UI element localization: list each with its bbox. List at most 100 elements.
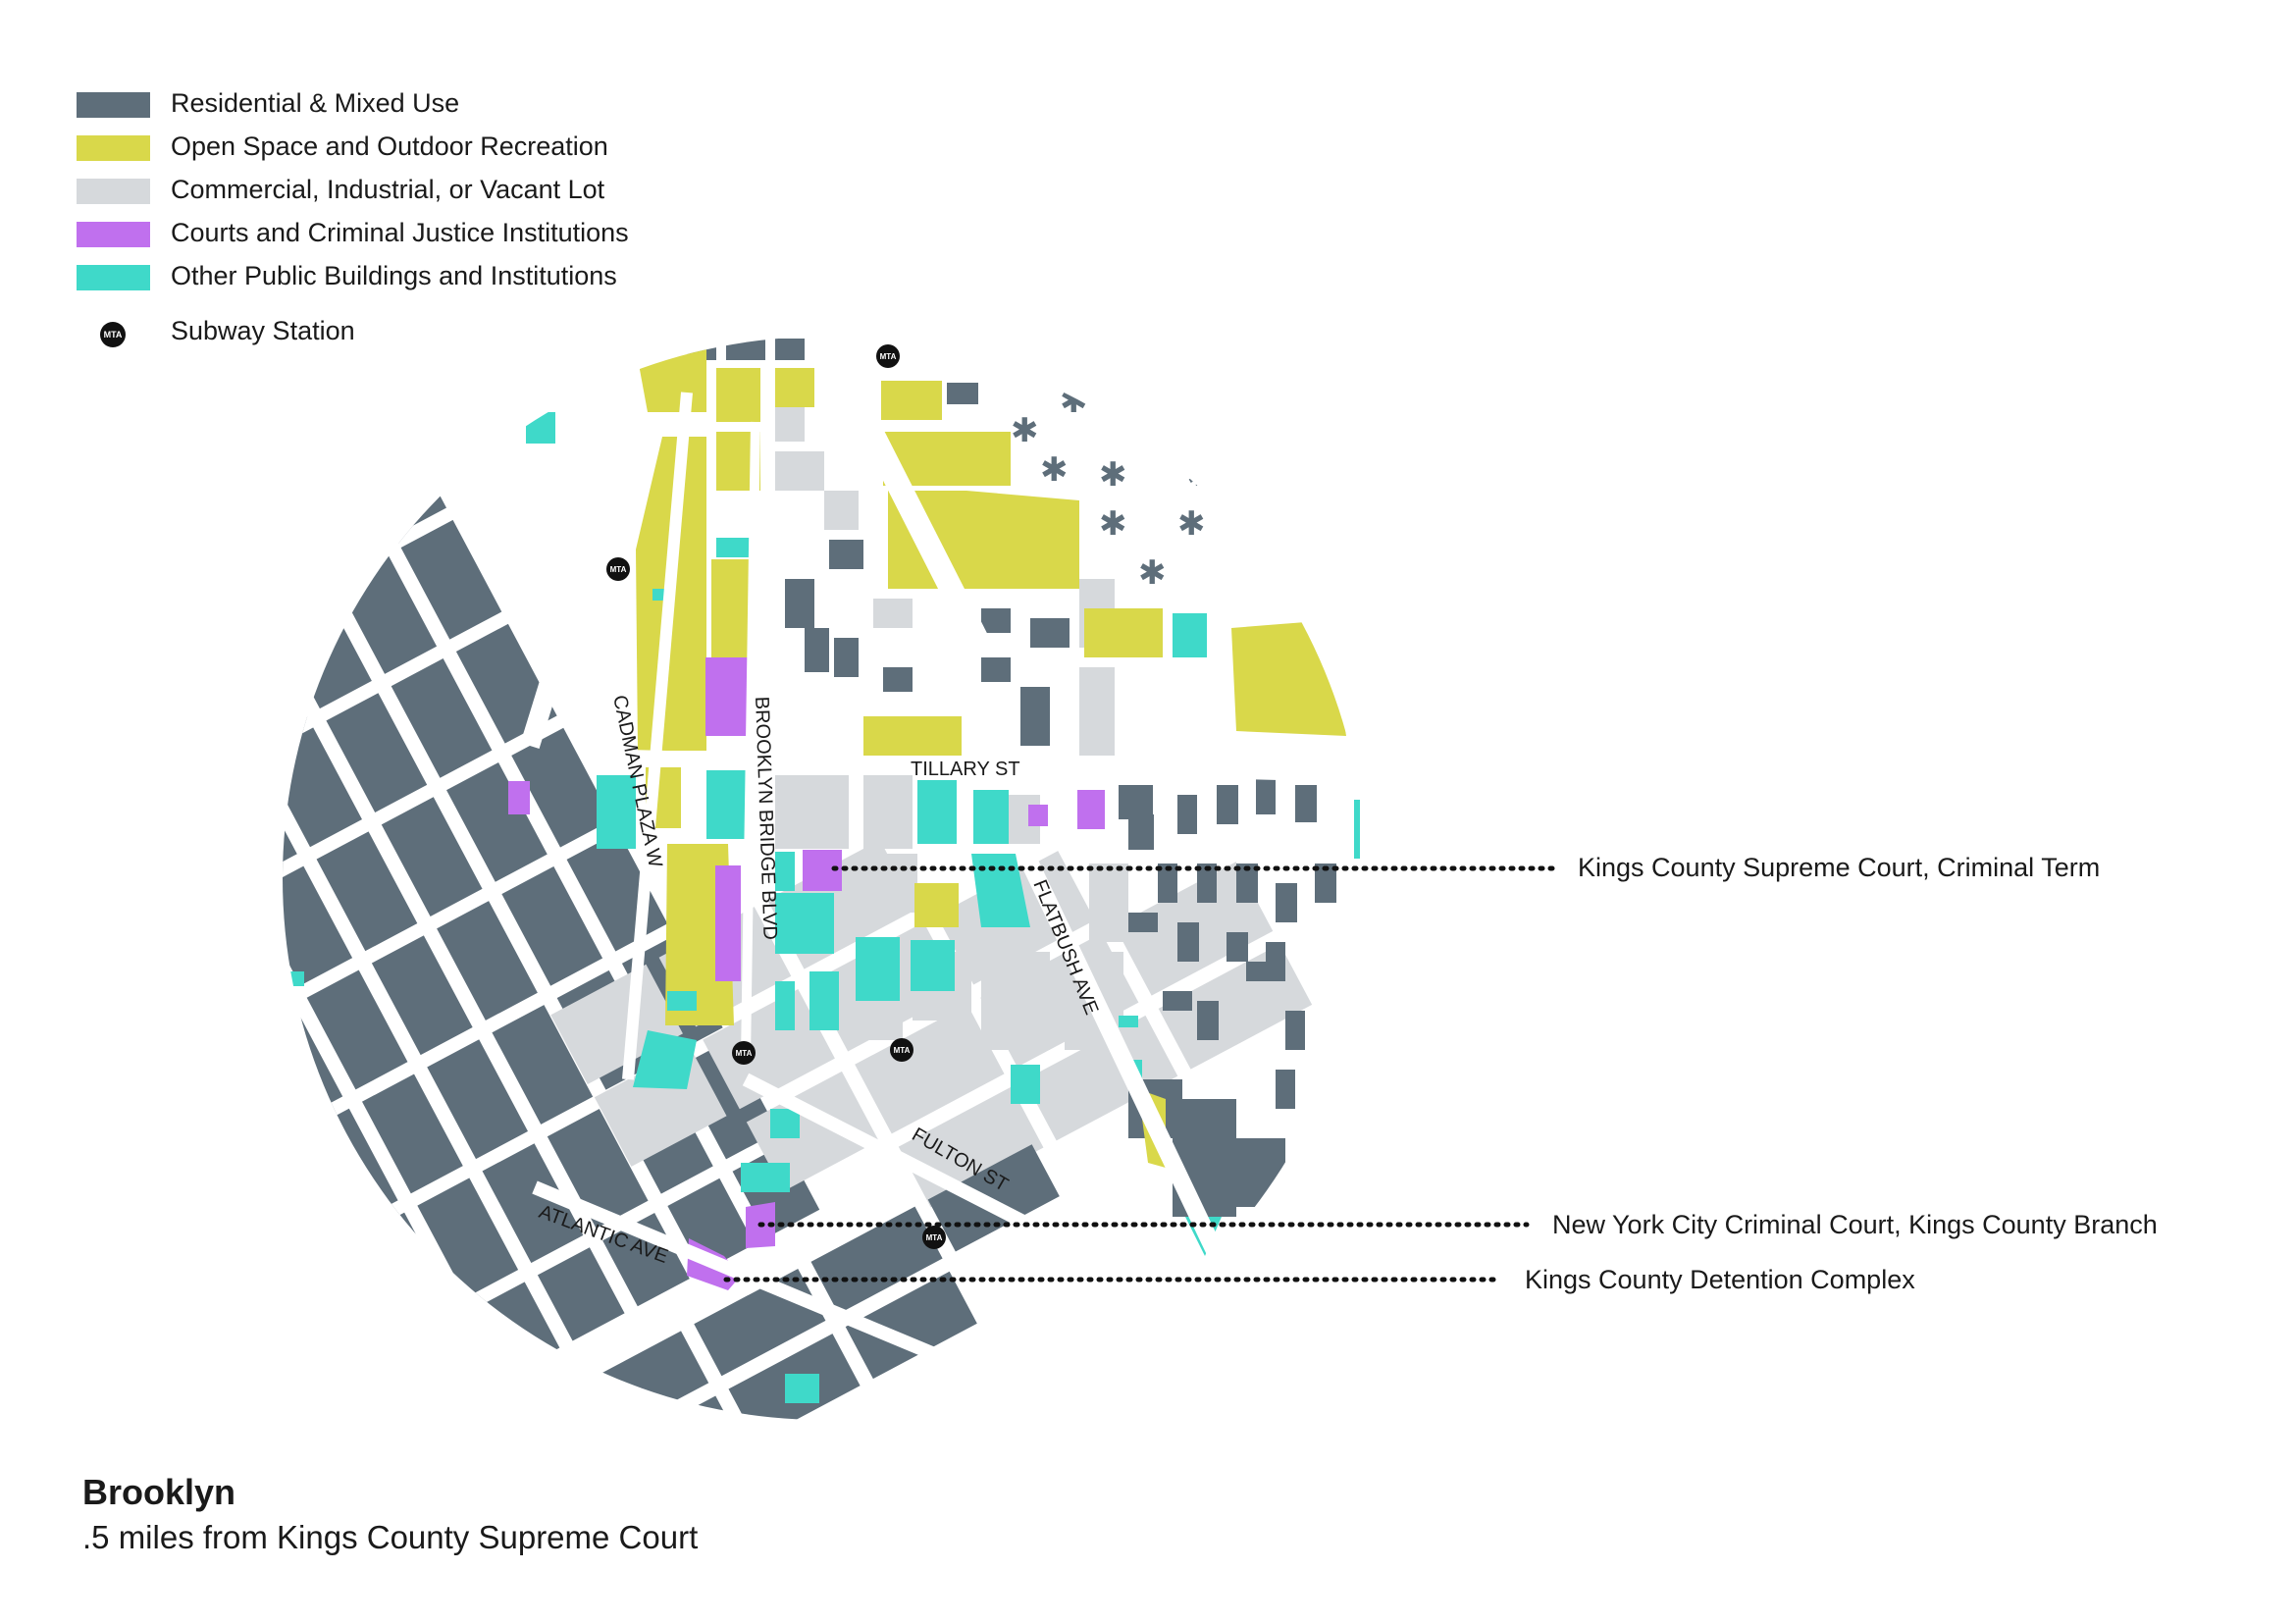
residential-swatch <box>77 92 150 118</box>
street-label-tillary: TILLARY ST <box>911 759 1020 780</box>
residential-building <box>1197 864 1217 903</box>
residential-building <box>1246 962 1285 981</box>
commercial-block <box>594 1046 727 1167</box>
commercial-block <box>550 964 683 1085</box>
residential-block <box>981 657 1011 682</box>
commercial-block <box>854 1001 903 1040</box>
residential-building <box>1128 814 1154 850</box>
svg-text:MTA: MTA <box>736 1049 753 1058</box>
star-building-icon: ✱ <box>1040 451 1069 489</box>
residential-block <box>883 667 913 692</box>
star-building-icon: ✱ <box>1011 412 1039 449</box>
star-building-icon: ✱ <box>1177 505 1206 543</box>
public-building <box>785 1374 819 1403</box>
residential-building <box>1226 932 1248 962</box>
caption-subtitle: .5 miles from Kings County Supreme Court <box>82 1519 699 1555</box>
callout-criminal-court: New York City Criminal Court, Kings Coun… <box>1552 1210 2158 1239</box>
residential-building <box>1128 913 1158 932</box>
subway-station-icon: MTA <box>606 557 630 581</box>
residential-building <box>1276 883 1297 922</box>
cross-street <box>283 708 577 933</box>
commercial-block <box>863 854 917 913</box>
commercial-block <box>855 1004 1005 1134</box>
star-building-icon: ✱ <box>1099 505 1127 543</box>
commercial-block <box>981 952 1050 1050</box>
residential-block <box>1119 785 1153 819</box>
road <box>741 421 760 1061</box>
residential-building <box>1256 775 1276 814</box>
open-space-area <box>636 348 706 412</box>
svg-text:MTA: MTA <box>610 565 627 574</box>
commercial-block <box>775 451 824 491</box>
legend-label: Residential & Mixed Use <box>171 88 460 118</box>
star-building-icon: ✱ <box>1187 462 1209 492</box>
residential-building <box>1163 991 1192 1011</box>
public-building <box>856 937 900 1001</box>
legend-label: Subway Station <box>171 316 355 345</box>
open-space-area <box>914 883 959 927</box>
open-space-area <box>1084 608 1163 657</box>
public-building <box>716 538 752 557</box>
legend-label: Courts and Criminal Justice Institutions <box>171 218 629 247</box>
public-building <box>1119 1016 1138 1027</box>
residential-building <box>1177 795 1197 834</box>
callout-supreme-court: Kings County Supreme Court, Criminal Ter… <box>1578 853 2101 882</box>
court-building <box>1028 805 1048 826</box>
residential-block <box>829 540 863 569</box>
commercial-block <box>1079 667 1115 756</box>
subway-station-icon: MTA <box>876 344 900 368</box>
public-building <box>775 852 795 891</box>
open-space-area <box>716 368 760 422</box>
road <box>520 409 643 749</box>
public-building <box>667 991 697 1011</box>
residential-building <box>1285 1011 1305 1050</box>
residential-block <box>775 339 805 360</box>
legend-label: Open Space and Outdoor Recreation <box>171 131 608 161</box>
commercial-block <box>775 775 849 849</box>
public-buildings <box>289 412 1360 1403</box>
public-building <box>911 940 955 991</box>
commercial-block <box>1023 1015 1178 1141</box>
star-building-icon: ✱ <box>1099 456 1127 494</box>
subway-station-icon: MTA <box>890 1038 913 1062</box>
svg-text:MTA: MTA <box>894 1046 911 1055</box>
residential-block <box>1226 1138 1285 1207</box>
residential-building <box>1177 922 1199 962</box>
callout-leaders <box>723 865 1558 1283</box>
commercial-block <box>703 988 835 1110</box>
public-building <box>770 1109 800 1138</box>
subway-station-icon: MTA <box>922 1226 946 1249</box>
road <box>622 392 693 1080</box>
road <box>742 1073 1132 1283</box>
caption-title: Brooklyn <box>82 1472 236 1512</box>
public-building <box>775 893 834 954</box>
residential-block <box>947 383 978 404</box>
residential-building <box>1217 785 1238 824</box>
public-building <box>809 971 839 1030</box>
residential-block <box>785 579 814 628</box>
public-building <box>1011 1065 1040 1104</box>
residential-building <box>1315 864 1336 903</box>
public-building <box>1173 613 1207 657</box>
cross-street <box>283 604 522 829</box>
commercial-block <box>746 1071 879 1192</box>
commercial-block <box>1089 864 1128 942</box>
residential-housing-east <box>1128 775 1336 1109</box>
commercial-swatch <box>77 179 150 204</box>
commercial-block <box>873 599 913 628</box>
court-building <box>508 781 530 814</box>
open-space-area <box>1231 620 1346 736</box>
cross-street <box>283 916 688 1141</box>
cross-street <box>283 812 632 1037</box>
road <box>588 749 1355 782</box>
public-building <box>775 981 795 1030</box>
open-space-area <box>863 716 962 756</box>
public-building <box>706 770 746 839</box>
subway-station-icon: MTA <box>100 322 126 347</box>
legend-label: Other Public Buildings and Institutions <box>171 261 617 290</box>
cross-street <box>392 1125 798 1349</box>
road <box>1017 850 1235 1280</box>
residential-block <box>1030 618 1070 648</box>
